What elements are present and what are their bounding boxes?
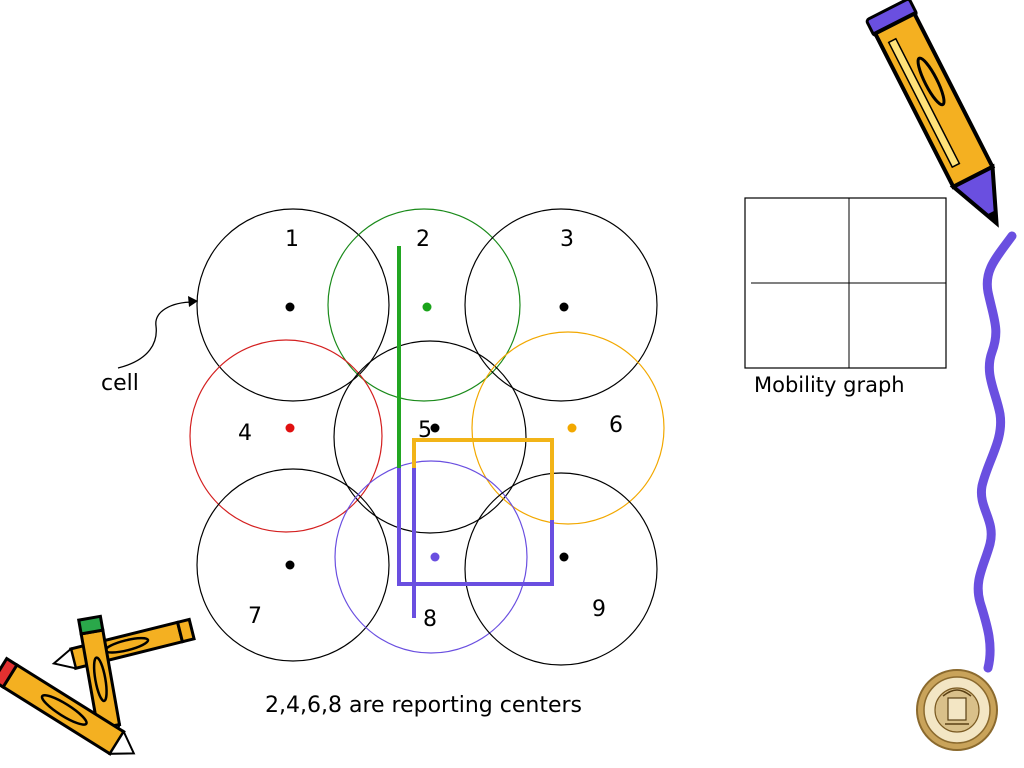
- cell-circle-5: [333, 340, 527, 534]
- cell-label-3: 3: [560, 227, 574, 252]
- cell-label-2: 2: [416, 227, 430, 252]
- cell-circles: [189, 208, 665, 666]
- cell-circle-1: [196, 208, 390, 402]
- cell-label-6: 6: [609, 413, 623, 438]
- cell-dot-4: [285, 423, 295, 433]
- cell-label-4: 4: [238, 421, 252, 446]
- crossed-pencils-icon: [0, 614, 196, 756]
- cell-label-1: 1: [285, 227, 299, 252]
- cell-dot-3: [559, 302, 569, 312]
- university-seal: [916, 669, 998, 751]
- cell-pointer-arrow: [117, 301, 195, 369]
- cell-label-7: 7: [248, 604, 262, 629]
- cell-dot-1: [285, 302, 295, 312]
- cell-dot-7: [285, 560, 295, 570]
- cell-dot-8: [430, 552, 440, 562]
- cell-label-8: 8: [423, 607, 437, 632]
- mobility-graph: Mobility graph: [744, 197, 947, 397]
- arrowhead-icon: [188, 296, 198, 307]
- cell-circle-6: [471, 331, 665, 525]
- cell-label-9: 9: [592, 597, 606, 622]
- cell-circle-4: [189, 339, 383, 533]
- cell-label-5: 5: [418, 418, 432, 443]
- squiggle-line: [973, 231, 1017, 673]
- cell-circle-7: [196, 468, 390, 662]
- cell-dot-6: [567, 423, 577, 433]
- pencil-icon: [865, 0, 999, 228]
- caption: 2,4,6,8 are reporting centers: [265, 693, 582, 718]
- cell-dot-5: [430, 423, 440, 433]
- cell-circle-8: [334, 460, 528, 654]
- mobility-graph-label: Mobility graph: [754, 373, 905, 397]
- purple-boundary-line: [397, 468, 554, 586]
- cell-dots: [285, 302, 577, 570]
- cell-circle-3: [464, 208, 658, 402]
- cell-pointer-label: cell: [101, 371, 139, 396]
- cell-circle-9: [464, 472, 658, 666]
- cell-circle-2: [327, 208, 521, 402]
- cell-dot-2: [422, 302, 432, 312]
- cell-dot-9: [559, 552, 569, 562]
- orange-boundary-line: [412, 438, 554, 520]
